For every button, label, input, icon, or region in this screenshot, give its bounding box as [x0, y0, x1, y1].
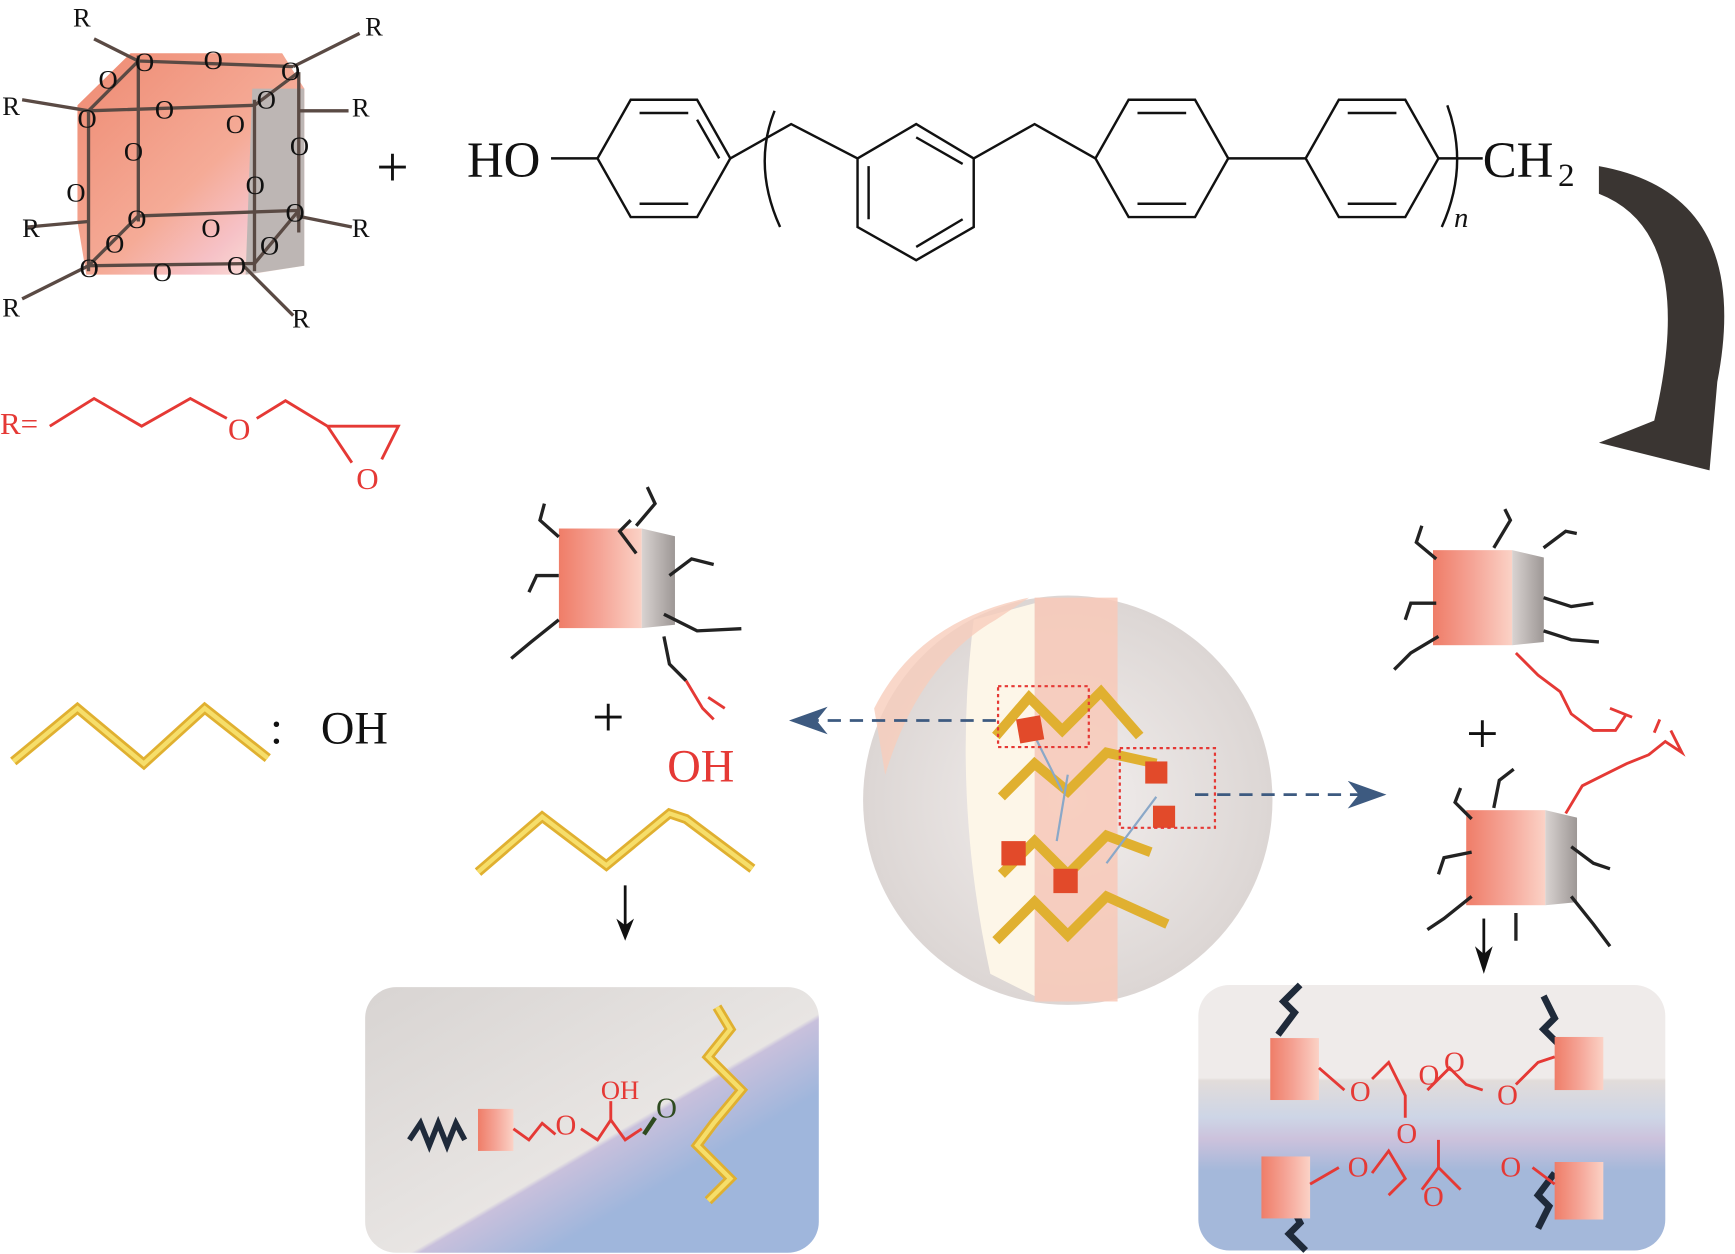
cage-bonds: [21, 31, 361, 317]
r-group-definition: R= O O: [0, 396, 401, 496]
hydroxyl-end-group: HO: [467, 133, 540, 189]
hydroxyl-label: OH: [667, 741, 734, 792]
oxygen-label: O: [77, 103, 96, 133]
product-oxygen: O: [1396, 1118, 1417, 1150]
network-sphere: [863, 595, 1273, 1005]
right-product-panel: O O O O O O O O: [1198, 982, 1666, 1253]
poss-cage: R R R R R R R R O O O O O O O O O O O O …: [2, 3, 383, 334]
r-label: R: [2, 293, 20, 323]
methylene-end-group: CH: [1483, 133, 1554, 189]
r-label: R: [352, 92, 370, 122]
product-oxygen: O: [1348, 1151, 1369, 1183]
oxygen-labels: O O O O O O O O O O O O O O O O O O O O: [66, 45, 309, 287]
r-label: R: [352, 213, 370, 243]
r-label: R: [292, 304, 310, 334]
product-oxygen: O: [1419, 1060, 1440, 1092]
oxygen-label: O: [246, 170, 265, 200]
down-arrow-icon: [616, 918, 635, 941]
product-link-oxygen: O: [656, 1093, 677, 1125]
product-oxygen: O: [1444, 1046, 1465, 1078]
oxygen-label: O: [98, 65, 117, 95]
product-oxygen: O: [1497, 1079, 1518, 1111]
oxygen-label: O: [226, 109, 245, 139]
legend-separator: :: [270, 704, 283, 755]
oxygen-label: O: [124, 137, 143, 167]
oxygen-label: O: [204, 45, 223, 75]
network-chains: [992, 684, 1217, 945]
oxygen-label: O: [260, 231, 279, 261]
oxygen-label: O: [153, 257, 172, 287]
r-equals-label: R=: [0, 406, 38, 441]
ether-oxygen: O: [228, 411, 250, 446]
product-oxygen: O: [1350, 1076, 1371, 1108]
oxygen-label: O: [281, 56, 300, 86]
oxygen-label: O: [135, 47, 154, 77]
oxygen-label: O: [227, 251, 246, 281]
oxygen-label: O: [257, 85, 276, 115]
curved-reaction-arrow: [1598, 166, 1725, 471]
hydroxyl-chain-legend: : OH: [10, 701, 388, 771]
oxygen-label: O: [127, 204, 146, 234]
methylene-subscript: 2: [1558, 157, 1575, 194]
plus-sign: +: [1466, 703, 1498, 766]
product-oxygen: O: [1500, 1151, 1521, 1183]
oxygen-label: O: [201, 213, 220, 243]
r-label: R: [22, 213, 40, 243]
phenolic-polymer-structure: HO CH 2 n: [467, 98, 1575, 262]
down-arrow-icon: [1474, 946, 1493, 974]
oxygen-label: O: [66, 178, 85, 208]
r-label: R: [2, 91, 20, 121]
product-ether-oxygen: O: [555, 1109, 576, 1141]
oxygen-label: O: [80, 253, 99, 283]
left-product-panel: O OH O: [365, 987, 819, 1253]
right-reaction: + O O O O O O O O: [1198, 508, 1686, 1253]
plus-sign: +: [376, 136, 408, 199]
r-label: R: [365, 12, 383, 42]
legend-label: OH: [321, 704, 388, 755]
oxygen-label: O: [290, 131, 309, 161]
epoxide-oxygen: O: [356, 461, 378, 496]
product-oxygen: O: [1423, 1181, 1444, 1213]
substituent-labels: R R R R R R R R: [2, 3, 383, 334]
product-hydroxyl: OH: [601, 1075, 639, 1105]
oxygen-label: O: [155, 95, 174, 125]
plus-sign: +: [592, 686, 624, 749]
oxygen-label: O: [285, 197, 304, 227]
r-label: R: [73, 3, 91, 33]
left-reaction: + OH O OH O: [365, 486, 819, 1253]
oxygen-label: O: [105, 228, 124, 258]
repeat-unit-subscript: n: [1454, 202, 1468, 234]
cage-side-face: [245, 88, 305, 275]
